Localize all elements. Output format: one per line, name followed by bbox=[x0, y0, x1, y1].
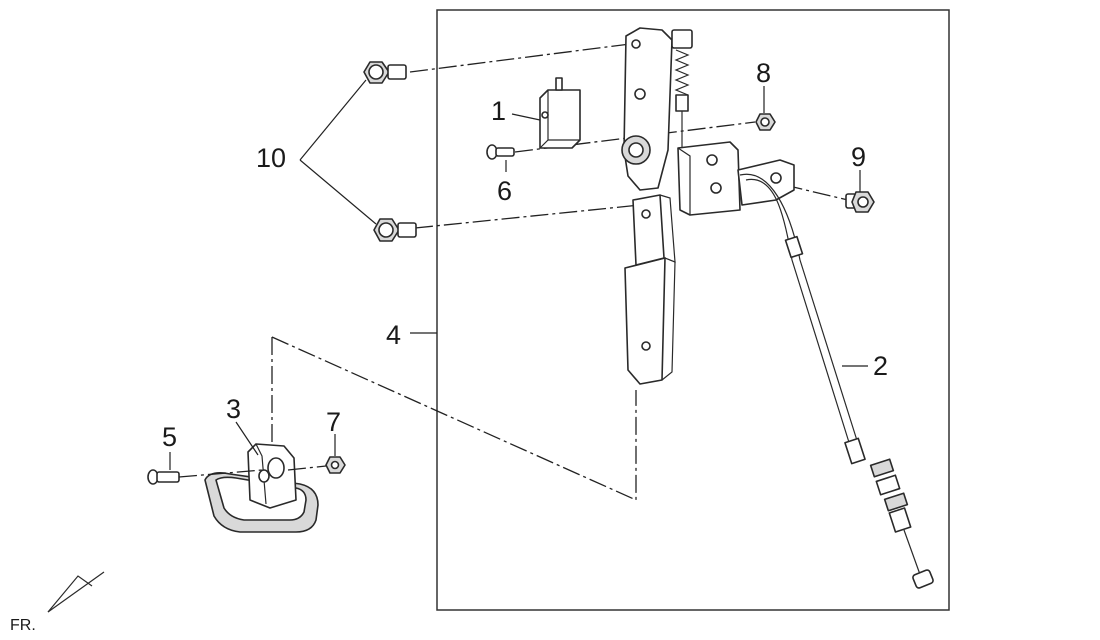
callout-2: 2 bbox=[873, 351, 888, 381]
bracket-switch bbox=[539, 77, 581, 149]
pedal-bolt bbox=[147, 469, 263, 485]
callout-6: 6 bbox=[497, 176, 512, 206]
flange-bolt-upper bbox=[363, 61, 407, 84]
callout-8: 8 bbox=[756, 58, 771, 88]
assembly-frame bbox=[436, 9, 950, 611]
callout-3: 3 bbox=[226, 394, 241, 424]
callout-10: 10 bbox=[256, 143, 286, 173]
leader-lines bbox=[169, 79, 868, 470]
front-marker-label: FR. bbox=[10, 617, 36, 634]
callout-9: 9 bbox=[851, 142, 866, 172]
brake-pedal-pad bbox=[204, 443, 319, 533]
callout-7: 7 bbox=[326, 407, 341, 437]
brake-lever-bracket bbox=[621, 27, 795, 385]
callout-5: 5 bbox=[162, 422, 177, 452]
callout-1: 1 bbox=[491, 96, 506, 126]
front-direction-arrow-icon bbox=[47, 571, 105, 613]
nut-small bbox=[755, 113, 776, 131]
screw-small bbox=[486, 144, 515, 160]
callout-4: 4 bbox=[386, 320, 401, 350]
cable-nut bbox=[845, 191, 875, 213]
brake-cable bbox=[739, 173, 934, 589]
flange-bolt-lower bbox=[373, 218, 417, 242]
pedal-nut bbox=[287, 456, 346, 474]
